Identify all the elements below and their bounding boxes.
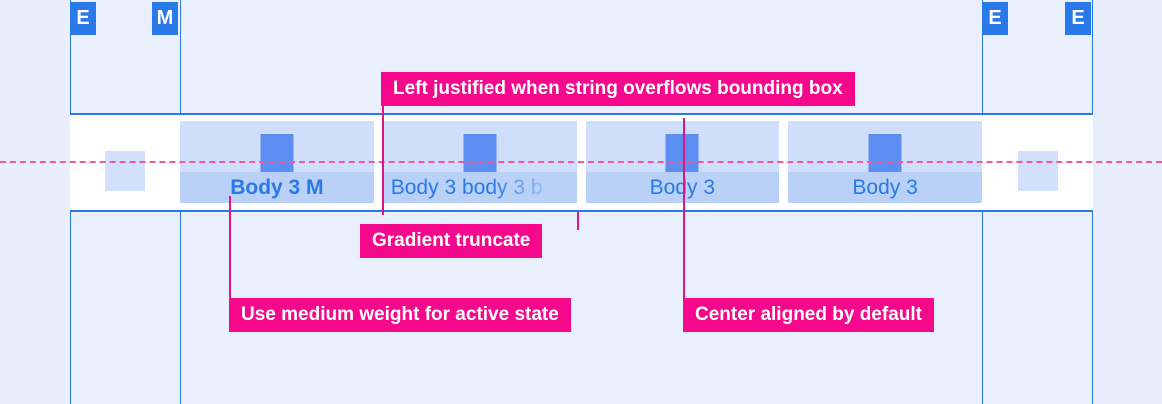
tab-item-1[interactable]: Body 3 M bbox=[180, 115, 374, 210]
tab-icon bbox=[260, 134, 294, 178]
label-band: Body 3 bbox=[585, 172, 780, 203]
tab-icon bbox=[665, 134, 699, 178]
tab-label: Body 3 body 3 b bbox=[390, 176, 543, 199]
tab-icon bbox=[463, 134, 497, 178]
annotation-gradient: Gradient truncate bbox=[360, 224, 543, 258]
annotation-center-aligned: Center aligned by default bbox=[683, 298, 934, 332]
end-placeholder-left bbox=[105, 151, 145, 191]
label-band: Body 3 bbox=[788, 172, 982, 203]
connector-medium-weight bbox=[229, 196, 231, 298]
badge-edge-right-inner: E bbox=[982, 2, 1008, 35]
icon-band bbox=[180, 121, 374, 178]
tab-icon bbox=[868, 134, 902, 178]
icon-band bbox=[788, 121, 982, 178]
connector-gradient bbox=[577, 212, 579, 230]
center-alignment-marker bbox=[683, 118, 685, 298]
label-band: Body 3 M bbox=[180, 172, 374, 203]
annotation-medium-weight: Use medium weight for active state bbox=[229, 298, 571, 332]
tab-label: Body 3 bbox=[852, 176, 918, 199]
badge-margin-left: M bbox=[152, 2, 178, 35]
icon-band bbox=[382, 121, 577, 178]
badge-edge-left: E bbox=[70, 2, 96, 35]
annotation-overflow: Left justified when string overflows bou… bbox=[381, 72, 855, 106]
end-placeholder-right bbox=[1018, 151, 1058, 191]
tab-item-3[interactable]: Body 3 bbox=[585, 115, 780, 210]
tab-label: Body 3 bbox=[649, 176, 716, 199]
badge-edge-right-outer: E bbox=[1065, 2, 1091, 35]
tab-label: Body 3 M bbox=[230, 176, 324, 199]
baseline-guide bbox=[0, 161, 1162, 163]
icon-band bbox=[585, 121, 780, 178]
tab-item-4[interactable]: Body 3 bbox=[788, 115, 982, 210]
label-band: Body 3 body 3 b bbox=[382, 172, 577, 203]
connector-overflow bbox=[382, 105, 384, 215]
